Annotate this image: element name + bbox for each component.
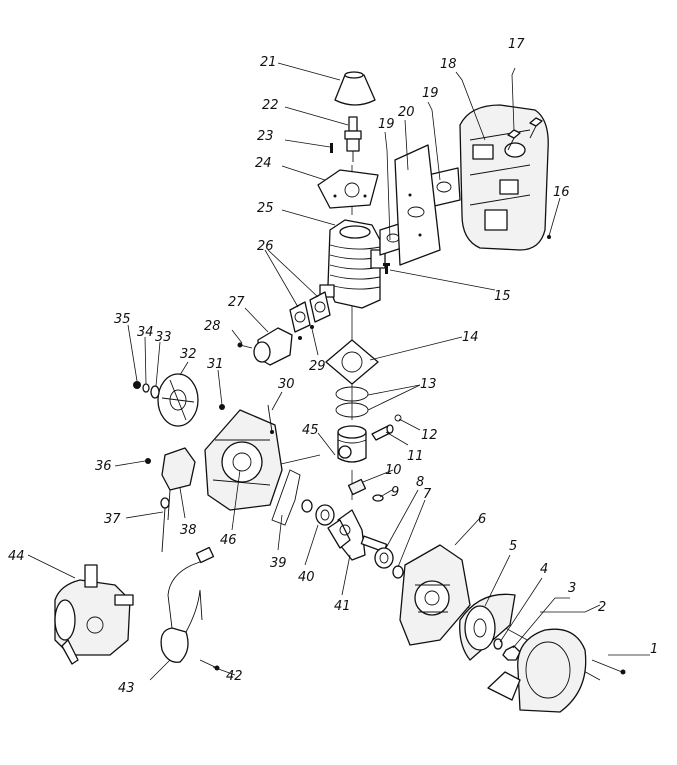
part-muffler	[459, 104, 549, 251]
label-26: 26	[257, 239, 274, 254]
label-15: 15	[494, 289, 511, 304]
label-41: 41	[334, 599, 351, 614]
part-spark-plug-cap	[334, 71, 376, 106]
part-ignition-lead	[160, 546, 215, 663]
part-piston-pin	[371, 424, 394, 441]
callout-labels: 1 2 3 4 5 6 7 8 9 10 11 12 13 14 15 16 1…	[8, 37, 658, 696]
leader-lines	[27, 62, 650, 681]
part-flywheel	[459, 593, 516, 661]
part-piston	[337, 425, 367, 463]
part-intake-flange	[253, 327, 293, 366]
part-seal-7	[392, 565, 404, 579]
label-7: 7	[423, 487, 432, 502]
part-cylinder	[319, 219, 386, 309]
part-ignition-module	[161, 447, 196, 521]
label-9: 9	[391, 485, 399, 500]
label-13: 13	[420, 377, 437, 392]
part-washer-34	[142, 383, 150, 393]
label-25: 25	[257, 201, 274, 216]
part-recoil-starter	[487, 628, 587, 713]
label-22: 22	[262, 98, 279, 113]
part-gasket-19b	[427, 167, 461, 208]
part-heat-shield	[394, 144, 441, 266]
label-19b: 19	[378, 117, 395, 132]
part-screw-15	[383, 263, 390, 274]
part-carburetor	[54, 564, 134, 665]
part-screw-42	[199, 659, 220, 671]
part-screw-28	[237, 342, 253, 349]
label-11: 11	[407, 449, 424, 464]
label-1: 1	[650, 642, 658, 657]
label-36: 36	[95, 459, 112, 474]
label-37: 37	[104, 512, 121, 527]
part-fan-32	[157, 373, 199, 427]
part-bearing-8	[374, 547, 394, 569]
part-crankcase-left	[204, 409, 283, 511]
label-33: 33	[155, 330, 172, 345]
part-spark-plug	[344, 116, 362, 162]
label-42: 42	[226, 669, 243, 684]
label-31: 31	[207, 357, 224, 372]
label-17: 17	[508, 37, 525, 52]
part-bolts-17	[507, 117, 543, 151]
label-21: 21	[260, 55, 277, 70]
label-16: 16	[553, 185, 570, 200]
label-39: 39	[270, 556, 287, 571]
label-18: 18	[440, 57, 457, 72]
label-10: 10	[385, 463, 402, 478]
label-3: 3	[568, 581, 576, 596]
label-5: 5	[509, 539, 517, 554]
part-needle-bearing	[347, 478, 367, 496]
label-45: 45	[302, 423, 319, 438]
label-46: 46	[220, 533, 237, 548]
label-2: 2	[598, 600, 606, 615]
label-20: 20	[398, 105, 415, 120]
label-8: 8	[416, 475, 424, 490]
part-washer-40	[301, 499, 313, 513]
label-32: 32	[180, 347, 197, 362]
part-screw-23	[330, 143, 333, 153]
part-circlip-12	[394, 414, 402, 422]
part-screws-29	[298, 325, 314, 340]
part-terminal-37	[160, 497, 170, 553]
part-crankshaft	[327, 509, 388, 561]
label-40: 40	[298, 570, 315, 585]
label-35: 35	[114, 312, 131, 327]
label-27: 27	[228, 295, 245, 310]
part-cylinder-cover	[317, 169, 379, 209]
label-14: 14	[462, 330, 479, 345]
label-38: 38	[180, 523, 197, 538]
label-44: 44	[8, 549, 25, 564]
part-crankcase-right	[399, 544, 471, 646]
part-screw-31	[219, 404, 225, 410]
part-washer-33	[150, 385, 160, 399]
label-19a: 19	[422, 86, 439, 101]
label-12: 12	[421, 428, 438, 443]
part-bearing-40	[315, 504, 335, 526]
label-43: 43	[118, 681, 135, 696]
part-base-gasket	[325, 339, 379, 385]
part-bracket-39	[271, 469, 301, 526]
part-screw-36	[145, 458, 151, 464]
part-nut-35	[133, 381, 141, 389]
part-screw-30	[267, 404, 274, 434]
label-4: 4	[540, 562, 548, 577]
label-30: 30	[278, 377, 295, 392]
label-28: 28	[204, 319, 221, 334]
label-23: 23	[257, 129, 274, 144]
label-6: 6	[478, 512, 486, 527]
part-screw-16	[547, 235, 551, 239]
label-34: 34	[137, 325, 154, 340]
part-intake-gaskets	[289, 291, 331, 333]
label-29: 29	[309, 359, 326, 374]
part-nut-3	[502, 645, 521, 661]
part-screw-1	[591, 659, 626, 675]
label-24: 24	[255, 156, 272, 171]
